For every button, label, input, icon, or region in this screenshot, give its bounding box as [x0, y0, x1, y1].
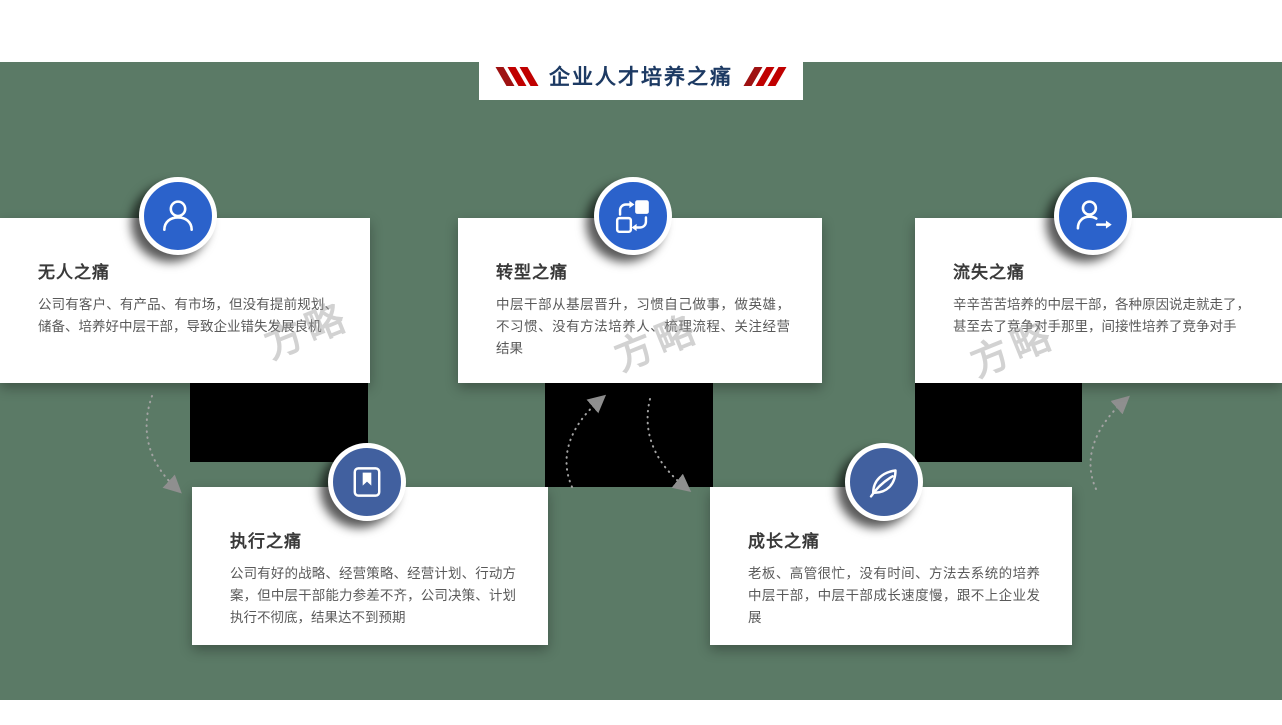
card-title: 执行之痛 — [230, 532, 302, 551]
page-title: 企业人才培养之痛 — [549, 66, 733, 89]
card-body: 老板、高管很忙，没有时间、方法去系统的培养中层干部，中层干部成长速度慢，跟不上企… — [748, 566, 1040, 625]
leaf-icon — [845, 443, 923, 521]
shadow-block — [190, 383, 368, 462]
red-slashes-right-icon — [743, 66, 787, 86]
card-body: 中层干部从基层晋升，习惯自己做事，做英雄，不习惯、没有方法培养人、梳理流程、关注… — [496, 297, 790, 356]
card-title: 成长之痛 — [748, 532, 820, 551]
shadow-block — [915, 383, 1082, 462]
sync-squares-icon — [594, 177, 672, 255]
card-title: 无人之痛 — [38, 263, 110, 282]
slide-header: 企业人才培养之痛 — [479, 52, 803, 100]
bookmark-icon — [328, 443, 406, 521]
card-body: 公司有客户、有产品、有市场，但没有提前规划、储备、培养好中层干部，导致企业错失发… — [38, 297, 338, 334]
user-icon — [139, 177, 217, 255]
shadow-block — [545, 383, 713, 487]
red-slashes-left-icon — [495, 66, 539, 86]
card-body: 公司有好的战略、经营策略、经营计划、行动方案，但中层干部能力参差不齐，公司决策、… — [230, 566, 516, 625]
card-body: 辛辛苦苦培养的中层干部，各种原因说走就走了，甚至去了竞争对手那里，间接性培养了竞… — [953, 297, 1250, 334]
card-title: 转型之痛 — [496, 263, 568, 282]
card-execution: 执行之痛 公司有好的战略、经营策略、经营计划、行动方案，但中层干部能力参差不齐，… — [192, 487, 548, 645]
user-exit-icon — [1054, 177, 1132, 255]
card-title: 流失之痛 — [953, 263, 1025, 282]
